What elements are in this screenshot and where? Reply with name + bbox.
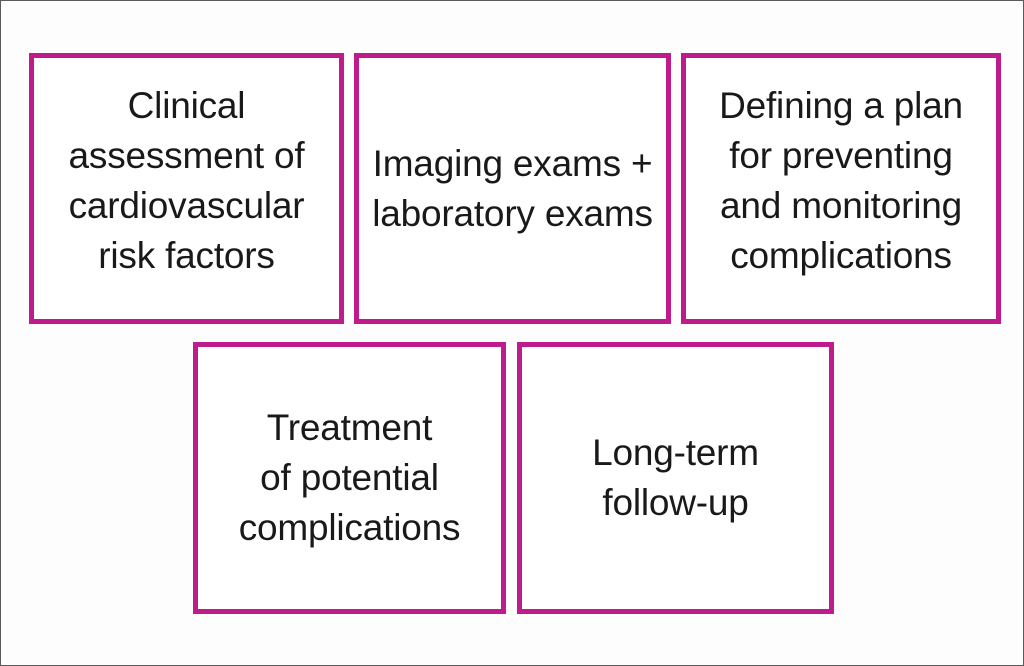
process-box-label: Treatment of potential complications <box>238 407 461 548</box>
process-box-imaging-and-laboratory-exams[interactable]: Imaging exams + laboratory exams <box>354 53 671 324</box>
process-box-label: Imaging exams + laboratory exams <box>372 142 653 234</box>
process-box-clinical-assessment[interactable]: Clinical assessment of cardiovascular ri… <box>29 53 344 324</box>
process-box-label: Long-term follow-up <box>592 432 759 523</box>
process-box-treatment-of-potential-complications[interactable]: Treatment of potential complications <box>193 342 506 614</box>
process-box-defining-a-plan[interactable]: Defining a plan for preventing and monit… <box>681 53 1001 324</box>
process-box-label: Defining a plan for preventing and monit… <box>719 84 963 276</box>
process-box-label: Clinical assessment of cardiovascular ri… <box>68 84 305 276</box>
process-box-long-term-follow-up[interactable]: Long-term follow-up <box>517 342 834 614</box>
